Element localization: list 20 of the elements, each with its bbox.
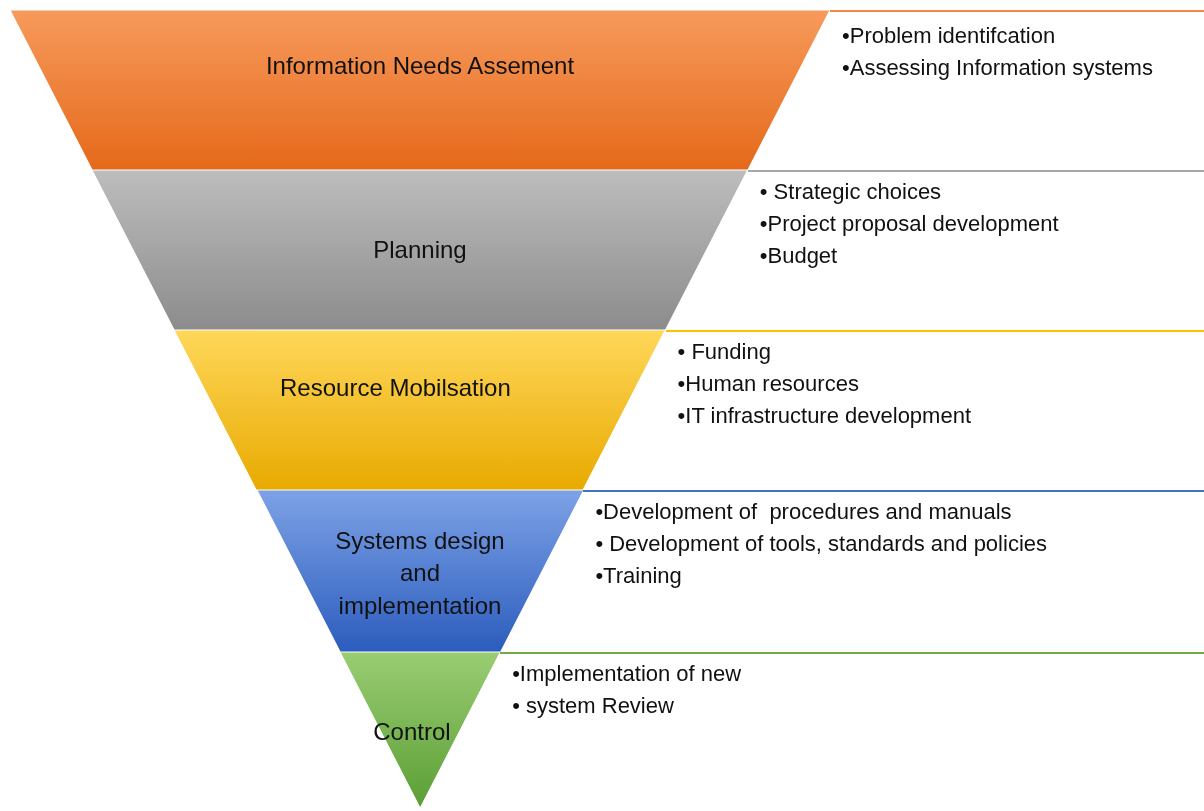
bullet-item: • system Review <box>512 692 674 720</box>
stage-title: Planning <box>372 235 468 265</box>
bullet-item: • Development of tools, standards and policies <box>595 530 1047 558</box>
bullet-item: •IT infrastructure development <box>677 402 971 430</box>
stage-title: Information Needs Assement <box>264 51 576 81</box>
bullet-item: •Project proposal development <box>759 210 1059 238</box>
bullet-item: •Assessing Information systems <box>842 54 1153 82</box>
bullet-item: • Strategic choices <box>759 178 942 206</box>
bullet-item: •Training <box>595 562 682 590</box>
bullet-item: •Problem identifcation <box>842 22 1056 50</box>
funnel-band <box>174 330 666 490</box>
bullet-item: • Funding <box>677 338 771 366</box>
funnel-band <box>92 170 748 330</box>
stage-title: Systems design and implementation <box>334 526 506 621</box>
bullet-item: •Human resources <box>677 370 859 398</box>
bullet-item: •Budget <box>759 242 838 270</box>
bullet-item: •Implementation of new <box>512 660 742 688</box>
bullet-item: •Development of procedures and manuals <box>595 498 1012 526</box>
funnel-band <box>10 10 830 170</box>
stage-title: Resource Mobilsation <box>279 373 512 403</box>
